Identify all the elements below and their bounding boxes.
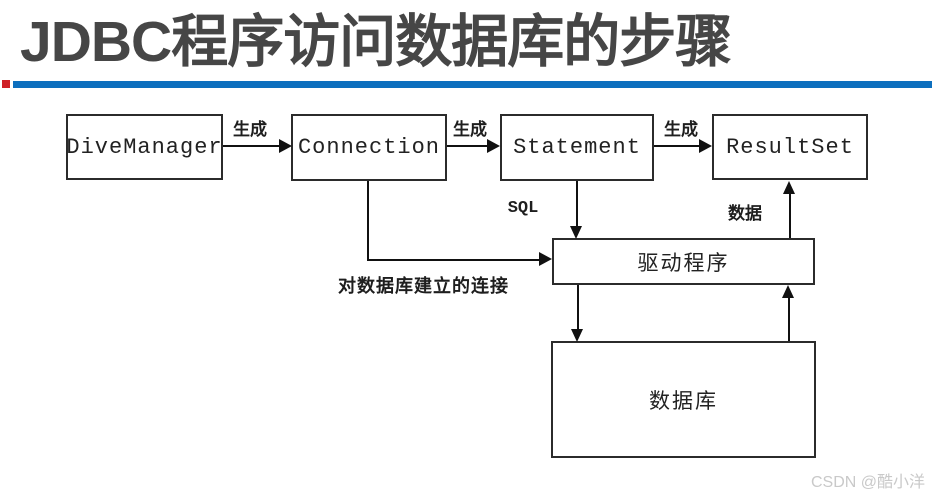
arrow-statement-to-resultset xyxy=(654,145,700,147)
edge-label-data: 数据 xyxy=(728,204,762,223)
node-database-label: 数据库 xyxy=(649,388,718,413)
arrowhead-down-icon xyxy=(571,329,583,342)
node-divemanager-label: DiveManager xyxy=(66,134,223,160)
arrow-statement-to-driver xyxy=(576,181,578,228)
divider-red-accent xyxy=(2,80,10,88)
edge-label-generate-3: 生成 xyxy=(664,120,698,139)
arrowhead-right-icon xyxy=(699,139,712,153)
arrowhead-right-icon xyxy=(279,139,292,153)
arrow-database-to-driver xyxy=(788,297,790,341)
edge-label-generate-2: 生成 xyxy=(453,120,487,139)
node-database: 数据库 xyxy=(551,341,816,458)
edge-label-generate-1: 生成 xyxy=(233,120,267,139)
arrow-connection-to-driver-vertical xyxy=(367,181,369,261)
page-title: JDBC程序访问数据库的步骤 xyxy=(20,10,732,74)
arrowhead-right-icon xyxy=(539,252,552,266)
arrowhead-up-icon xyxy=(783,181,795,194)
divider-blue-bar xyxy=(13,81,932,88)
arrow-divemanager-to-connection xyxy=(223,145,281,147)
node-resultset: ResultSet xyxy=(712,114,868,180)
arrow-driver-to-resultset xyxy=(789,193,791,238)
node-driver-program: 驱动程序 xyxy=(552,238,815,285)
node-driver-program-label: 驱动程序 xyxy=(637,250,730,275)
node-resultset-label: ResultSet xyxy=(726,134,854,160)
arrow-connection-to-statement xyxy=(447,145,489,147)
edge-label-sql: SQL xyxy=(507,199,539,218)
node-statement: Statement xyxy=(500,114,654,181)
arrowhead-up-icon xyxy=(782,285,794,298)
watermark: CSDN @酷小洋 xyxy=(810,474,925,491)
arrowhead-down-icon xyxy=(570,226,582,239)
arrowhead-right-icon xyxy=(487,139,500,153)
arrow-driver-to-database xyxy=(577,285,579,331)
node-connection-label: Connection xyxy=(297,135,441,160)
node-divemanager: DiveManager xyxy=(66,114,223,180)
edge-label-connection-note: 对数据库建立的连接 xyxy=(338,276,509,296)
node-statement-label: Statement xyxy=(513,135,641,160)
arrow-connection-to-driver-horizontal xyxy=(367,259,540,261)
node-connection: Connection xyxy=(291,114,447,181)
